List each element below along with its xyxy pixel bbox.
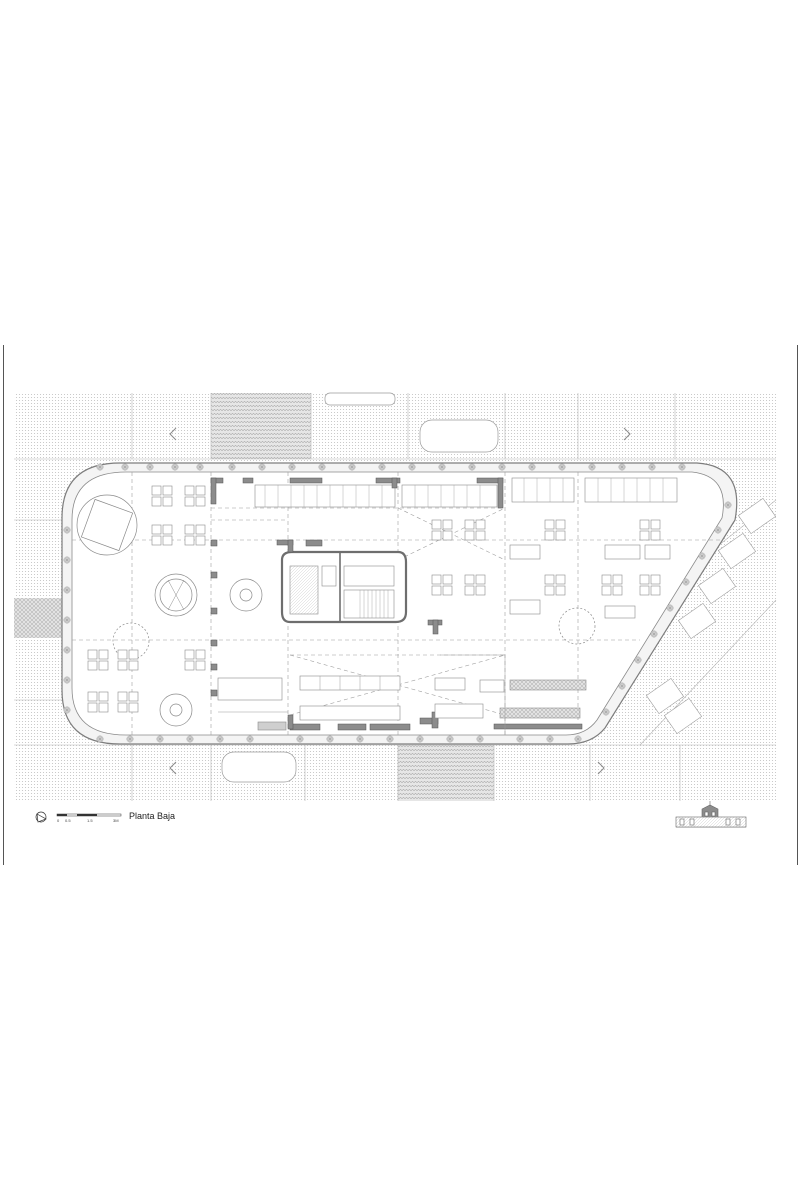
scale-label-15: 1.5 [87,818,93,823]
booth-rows [254,477,678,619]
scale-label-0: 0 [57,818,60,823]
sheet-edge-right [797,345,798,865]
central-core [280,550,408,624]
street-crossing-bottom [398,745,494,801]
scale-bar [56,813,122,817]
left-seating-area [76,494,596,727]
car-bottom [221,751,297,783]
columns-and-walls [210,477,583,731]
north-arrow-icon [35,811,47,823]
car-top-2 [324,392,396,406]
scale-label-05: 0.5 [65,818,71,823]
crosswalk-left [14,598,62,638]
key-elevation-icon [675,801,747,828]
sheet-edge-left [3,345,4,865]
car-top [419,419,499,453]
counter-zone [217,675,587,731]
street-crossing-top [211,393,311,459]
scale-label-3m: 3M [113,818,119,823]
drawing-title: Planta Baja [129,811,176,821]
